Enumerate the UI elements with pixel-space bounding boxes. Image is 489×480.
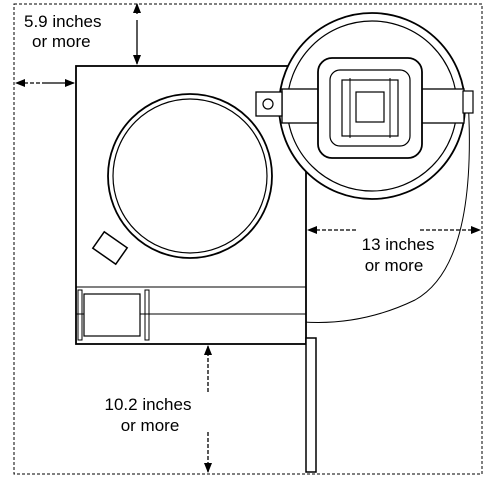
label-bottom-line2: or more <box>121 416 180 435</box>
label-bottom: 10.2 inches or more <box>105 395 192 435</box>
control-box <box>91 230 129 266</box>
clearance-boundary <box>13 3 483 475</box>
front-window <box>77 289 150 341</box>
support-post <box>305 337 317 473</box>
label-right-line1: 13 inches <box>362 235 435 254</box>
tank-circle <box>107 93 273 259</box>
label-right: 13 inches or more <box>362 235 435 275</box>
label-top-left-line1: 5.9 inches <box>24 12 102 31</box>
label-bottom-line1: 10.2 inches <box>105 395 192 414</box>
label-right-line2: or more <box>365 256 424 275</box>
label-top-left-line2: or more <box>32 32 91 51</box>
label-top-left: 5.9 inches or more <box>24 12 102 51</box>
round-unit <box>255 12 474 200</box>
dimension-arrows <box>15 3 481 473</box>
